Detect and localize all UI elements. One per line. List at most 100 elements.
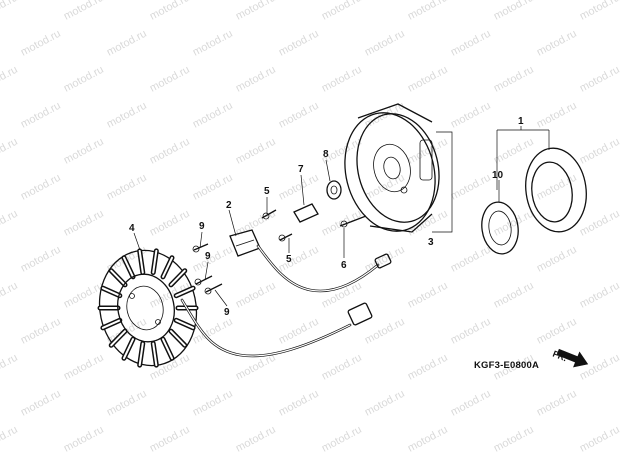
callouts: 1 2 3 4 5 5 6 7 8 9 9 9 10 [129, 116, 524, 318]
diagram-code: KGF3-E0800A [474, 360, 539, 371]
watermark-text: motod.ru [535, 316, 579, 347]
watermark-text: motod.ru [492, 280, 536, 311]
stator-pole-highlight [162, 338, 173, 360]
watermark-text: motod.ru [19, 244, 63, 275]
watermark-text: motod.ru [62, 0, 106, 23]
watermark-text: motod.ru [62, 136, 106, 167]
watermark-text: motod.ru [148, 136, 192, 167]
watermark-layer: motod.ru motod.ru motod.ru motod.ru motod.ru… [0, 0, 622, 455]
watermark-text: motod.ru [0, 136, 20, 167]
stator-pole-highlight [169, 330, 186, 347]
watermark-text: motod.ru [492, 424, 536, 455]
watermark-text: motod.ru [578, 64, 622, 95]
watermark-text: motod.ru [234, 136, 278, 167]
watermark-text: motod.ru [320, 424, 364, 455]
watermark-text: motod.ru [19, 28, 63, 59]
watermark-text: motod.ru [234, 64, 278, 95]
flywheel-part [344, 103, 440, 233]
watermark-text: motod.ru [449, 172, 493, 203]
watermark-text: motod.ru [148, 208, 192, 239]
watermark-text: motod.ru [105, 172, 149, 203]
watermark-text: motod.ru [0, 208, 20, 239]
front-direction-arrow [556, 348, 589, 368]
watermark-text: motod.ru [148, 64, 192, 95]
watermark-text: motod.ru [449, 388, 493, 419]
watermark-text: motod.ru [62, 208, 106, 239]
watermark-text: motod.ru [277, 100, 321, 131]
callout-7: 7 [298, 164, 304, 175]
stator-pole-highlight [152, 342, 158, 367]
watermark-text: motod.ru [62, 64, 106, 95]
watermark-text: motod.ru [363, 388, 407, 419]
starter-clutch-part [481, 147, 587, 255]
watermark-text: motod.ru [492, 0, 536, 23]
stator-pole-highlight [123, 338, 134, 360]
watermark-text: motod.ru [191, 388, 235, 419]
watermark-text: motod.ru [406, 0, 450, 23]
callout-9c: 9 [224, 307, 230, 318]
watermark-text: motod.ru [234, 424, 278, 455]
watermark-text: motod.ru [449, 316, 493, 347]
watermark-text: motod.ru [0, 352, 20, 383]
watermark-text: motod.ru [492, 64, 536, 95]
watermark-text: motod.ru [0, 0, 20, 23]
watermark-text: motod.ru [363, 244, 407, 275]
stator-pole-highlight [175, 319, 195, 329]
watermark-text: motod.ru [105, 100, 149, 131]
watermark-text: motod.ru [492, 136, 536, 167]
watermark-text: motod.ru [105, 388, 149, 419]
watermark-text: motod.ru [578, 424, 622, 455]
stator-pole-highlight [152, 249, 158, 274]
callout-9b: 9 [205, 251, 211, 262]
watermark-text: motod.ru [449, 244, 493, 275]
stator-pole-highlight [101, 287, 121, 297]
watermark-text: motod.ru [535, 28, 579, 59]
watermark-text: motod.ru [578, 208, 622, 239]
watermark-text: motod.ru [578, 136, 622, 167]
watermark-text: motod.ru [363, 172, 407, 203]
watermark-text: motod.ru [19, 316, 63, 347]
fasteners [192, 180, 367, 295]
watermark-text: motod.ru [19, 172, 63, 203]
stator-pole-highlight [138, 342, 144, 367]
watermark-text: motod.ru [19, 388, 63, 419]
watermark-text: motod.ru [277, 388, 321, 419]
callout-9a: 9 [199, 221, 205, 232]
watermark-text: motod.ru [191, 100, 235, 131]
callout-1: 1 [518, 116, 524, 127]
callout-6: 6 [341, 260, 347, 271]
watermark-text: motod.ru [578, 352, 622, 383]
watermark-text: motod.ru [148, 0, 192, 23]
stator-pole-highlight [138, 249, 144, 274]
watermark-text: motod.ru [535, 388, 579, 419]
stator-pole-highlight [175, 287, 195, 297]
watermark-text: motod.ru [234, 280, 278, 311]
watermark-text: motod.ru [19, 100, 63, 131]
watermark-text: motod.ru [148, 424, 192, 455]
stator-part [97, 248, 199, 368]
watermark-text: motod.ru [234, 0, 278, 23]
watermark-text: motod.ru [62, 352, 106, 383]
watermark-text: motod.ru [191, 172, 235, 203]
callout-5b: 5 [286, 254, 292, 265]
watermark-text: motod.ru [320, 208, 364, 239]
watermark-text: motod.ru [105, 28, 149, 59]
watermark-text: motod.ru [191, 28, 235, 59]
watermark-text: motod.ru [277, 244, 321, 275]
watermark-text: motod.ru [578, 0, 622, 23]
watermark-text: motod.ru [363, 316, 407, 347]
leader-lines [133, 126, 550, 307]
stator-pole-highlight [110, 269, 127, 286]
watermark-text: motod.ru [363, 28, 407, 59]
watermark-text: motod.ru [449, 100, 493, 131]
watermark-text: motod.ru [0, 64, 20, 95]
stator-pole-highlight [123, 256, 134, 278]
callout-10: 10 [492, 170, 504, 181]
wiring-harness [180, 244, 392, 358]
watermark-text: motod.ru [406, 352, 450, 383]
watermark-text: motod.ru [277, 28, 321, 59]
watermark-text: motod.ru [320, 0, 364, 23]
callout-5a: 5 [264, 186, 270, 197]
